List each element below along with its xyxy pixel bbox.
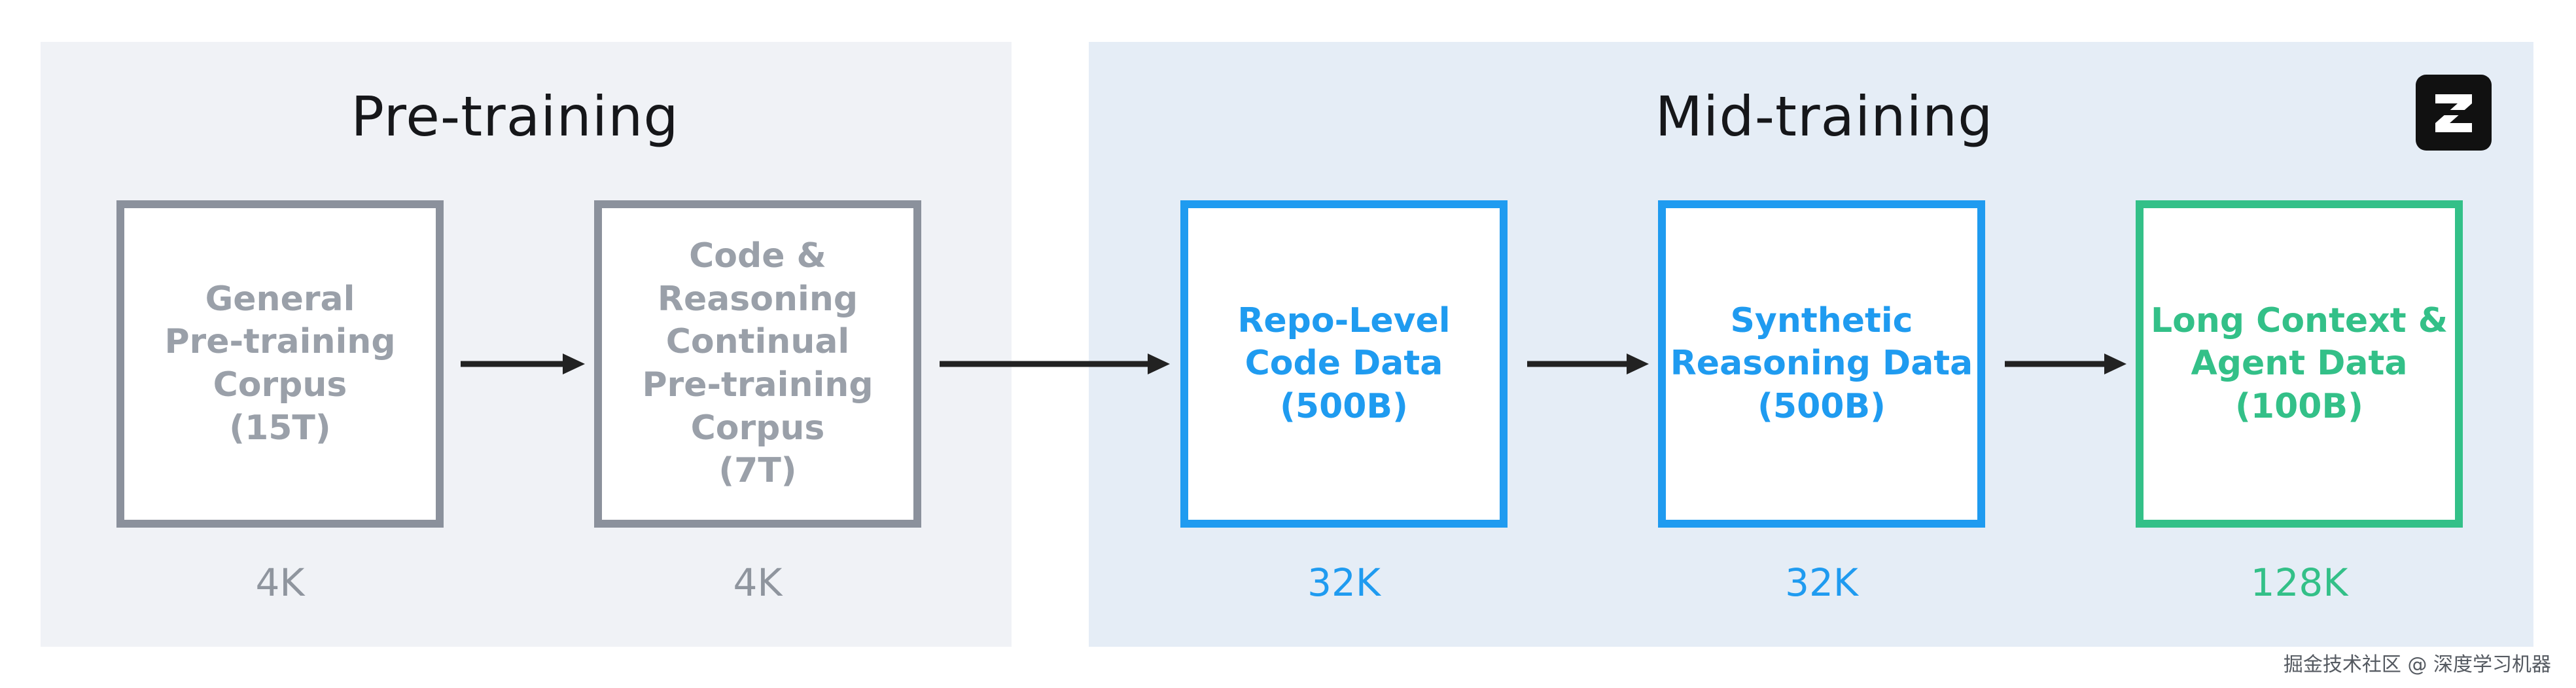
stage-long-context-agent-data: Long Context &Agent Data(100B) (2136, 200, 2463, 528)
watermark: 掘金技术社区 @ 深度学习机器 (2283, 653, 2551, 676)
context-length-label: 32K (1307, 560, 1381, 605)
context-length-label: 4K (733, 560, 783, 605)
z-logo-icon (2416, 75, 2492, 151)
arrow-right-icon (2005, 353, 2126, 374)
context-length-label: 32K (1785, 560, 1858, 605)
stage-label: Long Context &Agent Data(100B) (2150, 300, 2448, 426)
arrow-right-icon (461, 353, 585, 374)
arrow-right-icon (940, 353, 1170, 374)
context-length-label: 128K (2250, 560, 2348, 605)
arrow-right-icon (1527, 353, 1649, 374)
mid-training-title: Mid-training (1655, 84, 1994, 149)
context-length-label: 4K (255, 560, 305, 605)
pre-training-title: Pre-training (351, 84, 679, 149)
